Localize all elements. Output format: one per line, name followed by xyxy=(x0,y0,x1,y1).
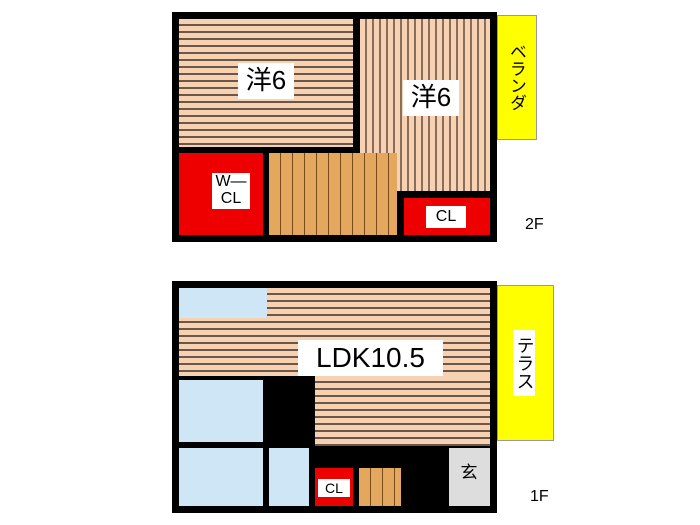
balcony xyxy=(497,15,537,140)
entrance-label: 玄 xyxy=(460,463,478,483)
staircase-2f xyxy=(269,153,397,235)
room-western-1-label: 洋6 xyxy=(238,63,294,99)
terrace-label: テラス xyxy=(513,330,535,396)
walk-in-closet-label: W— CL xyxy=(212,173,250,209)
room-ldk-lower xyxy=(315,376,490,446)
entrance xyxy=(449,448,490,506)
floor1-label: 1F xyxy=(530,488,549,505)
ldk-label: LDK10.5 xyxy=(298,340,443,376)
bathroom xyxy=(179,448,263,506)
toilet xyxy=(269,448,309,506)
closet-2f-label: CL xyxy=(426,206,466,228)
closet-1f-label: CL xyxy=(318,479,350,497)
kitchen-counter xyxy=(179,288,267,318)
washroom xyxy=(179,380,263,442)
floor2-label: 2F xyxy=(525,216,544,233)
balcony-label: ベランダ xyxy=(506,43,526,111)
room-western-2-label: 洋6 xyxy=(403,80,459,116)
staircase-1f xyxy=(359,468,401,506)
